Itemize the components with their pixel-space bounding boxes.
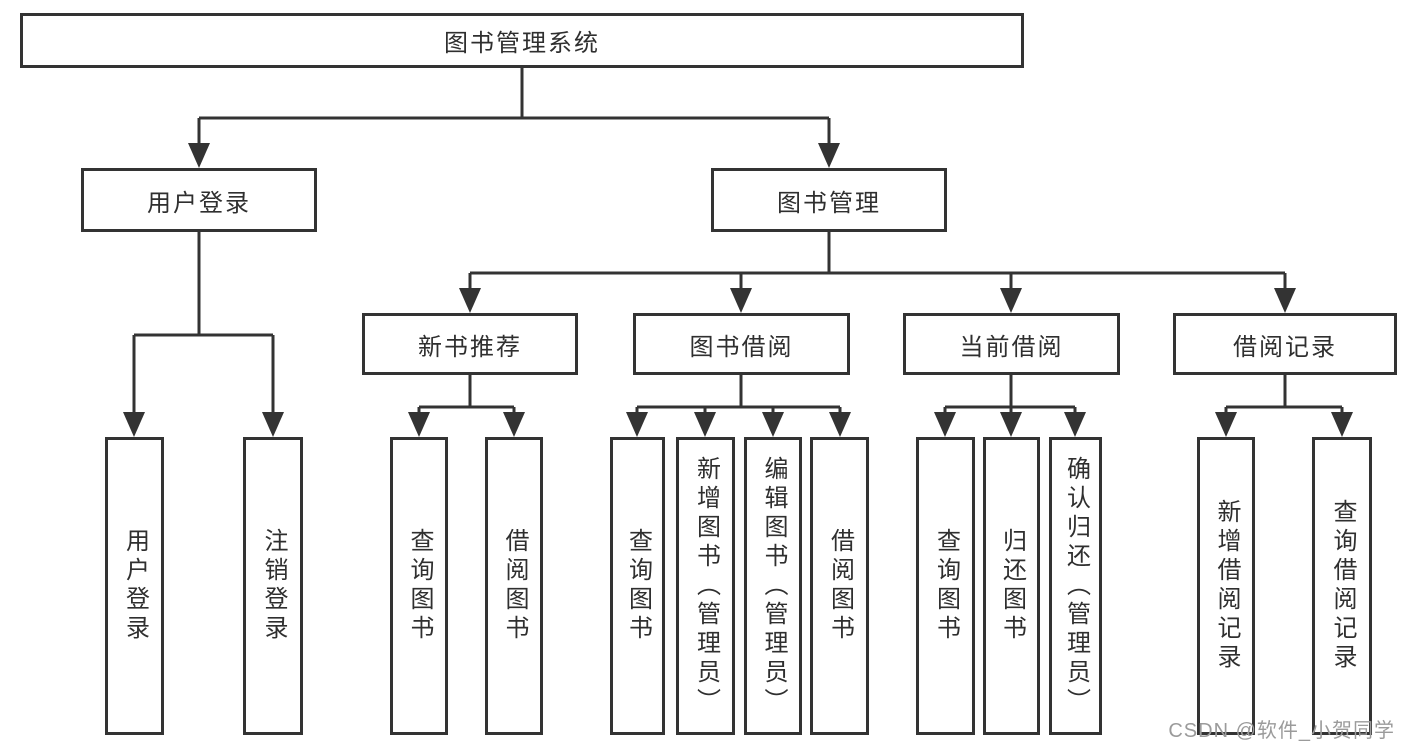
- leaf-query-books-recommend-label: 查询图书: [406, 528, 433, 644]
- leaf-borrow-books-recommend: 借阅图书: [485, 437, 543, 735]
- node-new-book-recommend: 新书推荐: [362, 313, 578, 375]
- leaf-query-books-current-label: 查询图书: [932, 528, 960, 644]
- leaf-logout: 注销登录: [243, 437, 303, 735]
- node-book-borrow: 图书借阅: [633, 313, 850, 375]
- leaf-user-login-label: 用户登录: [121, 528, 149, 644]
- leaf-borrow-books-recommend-label: 借阅图书: [501, 528, 528, 644]
- leaf-borrow-books-label: 借阅图书: [826, 528, 854, 644]
- leaf-edit-books-admin: 编辑图书（管理员）: [744, 437, 802, 735]
- leaf-return-books-label: 归还图书: [998, 528, 1026, 644]
- leaf-edit-books-admin-label: 编辑图书（管理员）: [760, 455, 787, 717]
- leaf-query-books-borrow-label: 查询图书: [624, 528, 652, 644]
- node-book-management-label: 图书管理: [777, 189, 881, 217]
- node-book-borrow-label: 图书借阅: [689, 333, 794, 361]
- leaf-add-borrow-record-label: 新增借阅记录: [1213, 499, 1240, 673]
- csdn-watermark: CSDN @软件_小贺同学: [1168, 720, 1395, 742]
- leaf-query-books-borrow: 查询图书: [610, 437, 665, 735]
- node-new-book-recommend-label: 新书推荐: [418, 333, 522, 361]
- leaf-query-borrow-record: 查询借阅记录: [1312, 437, 1372, 735]
- leaf-query-books-current: 查询图书: [916, 437, 975, 735]
- leaf-add-books-admin: 新增图书（管理员）: [676, 437, 735, 735]
- node-current-borrow-label: 当前借阅: [959, 333, 1064, 361]
- node-borrow-records: 借阅记录: [1173, 313, 1397, 375]
- node-root: 图书管理系统: [20, 13, 1024, 68]
- node-book-management: 图书管理: [711, 168, 947, 232]
- node-user-login-label: 用户登录: [147, 189, 251, 217]
- leaf-user-login: 用户登录: [105, 437, 164, 735]
- leaf-add-borrow-record: 新增借阅记录: [1197, 437, 1255, 735]
- leaf-logout-label: 注销登录: [260, 528, 287, 644]
- node-root-label: 图书管理系统: [444, 30, 600, 57]
- node-user-login: 用户登录: [81, 168, 317, 232]
- leaf-add-books-admin-label: 新增图书（管理员）: [692, 455, 720, 717]
- node-current-borrow: 当前借阅: [903, 313, 1120, 375]
- leaf-borrow-books: 借阅图书: [810, 437, 869, 735]
- leaf-return-books: 归还图书: [983, 437, 1040, 735]
- leaf-query-borrow-record-label: 查询借阅记录: [1329, 499, 1356, 673]
- leaf-confirm-return-admin: 确认归还（管理员）: [1049, 437, 1102, 735]
- leaf-query-books-recommend: 查询图书: [390, 437, 448, 735]
- node-borrow-records-label: 借阅记录: [1233, 333, 1337, 361]
- leaf-confirm-return-admin-label: 确认归还（管理员）: [1062, 455, 1090, 717]
